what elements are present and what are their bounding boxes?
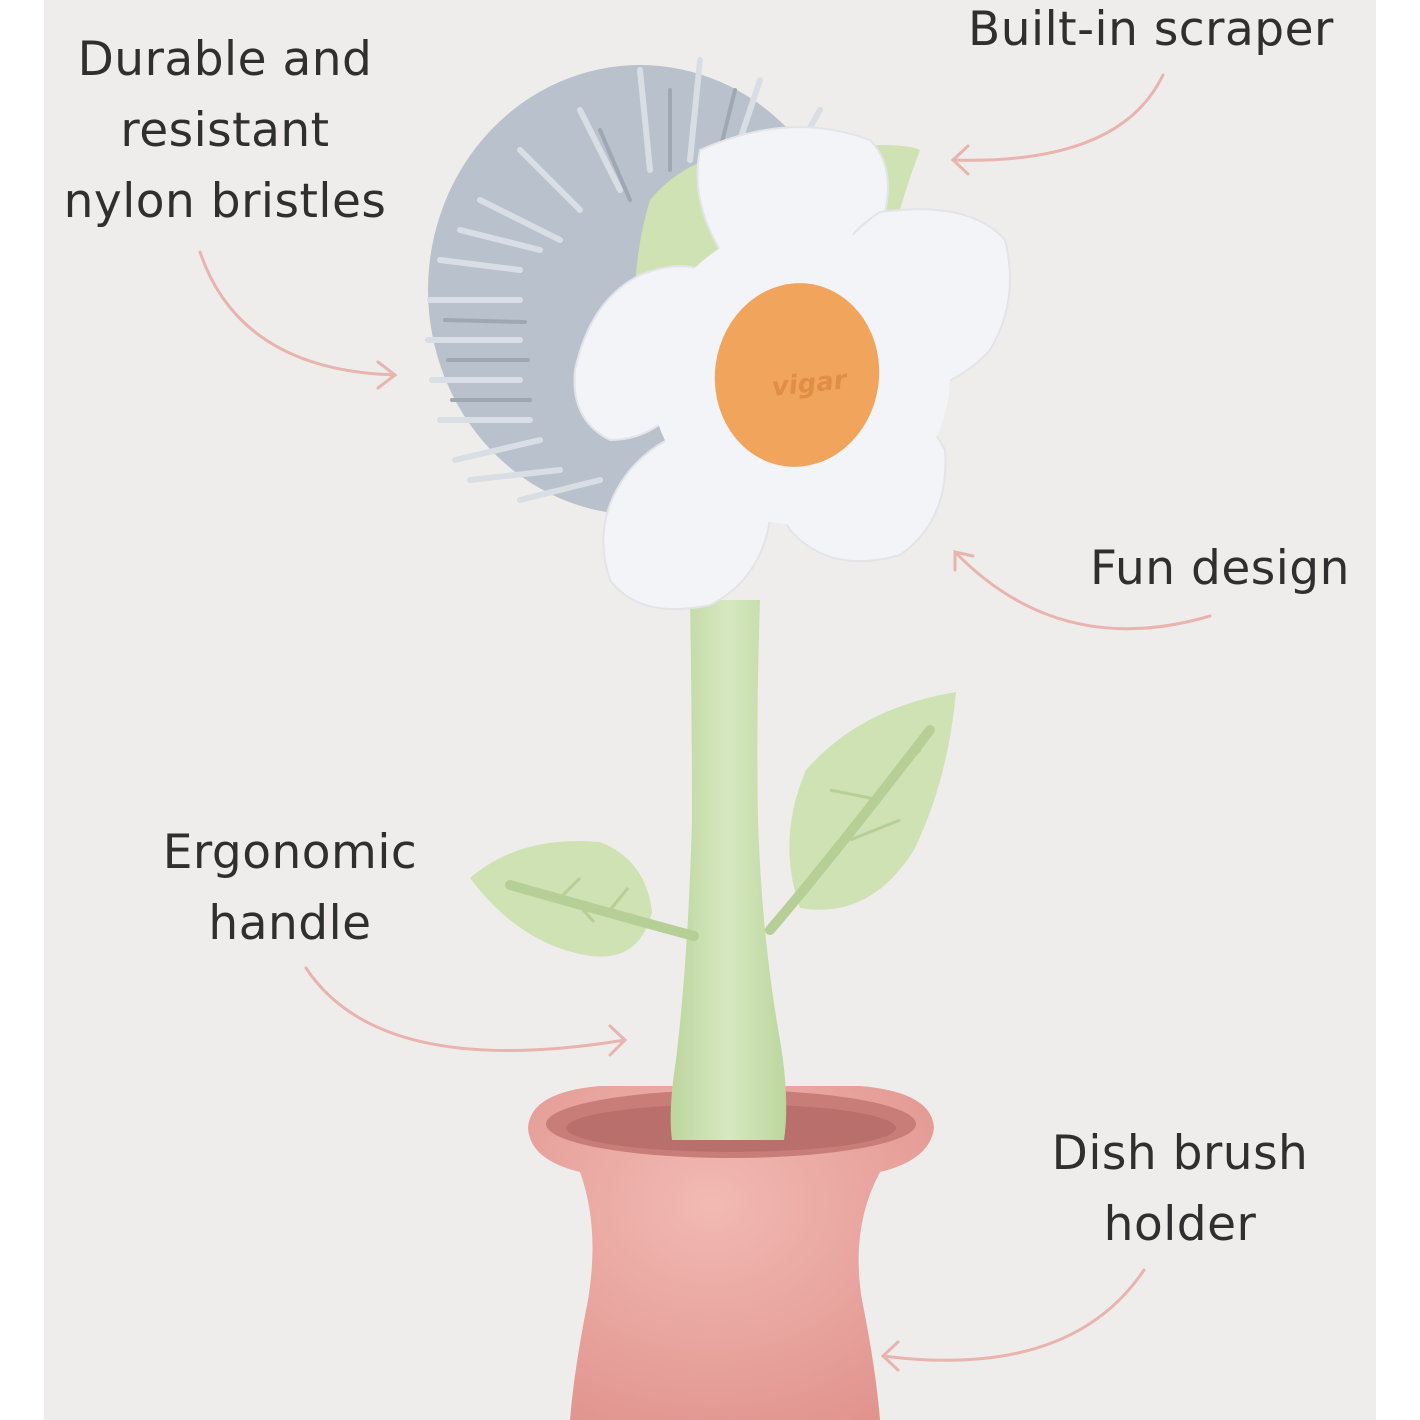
arrow-fun-design [953,550,1212,631]
label-fun-design: Fun design [1090,533,1390,604]
flower-petals [573,126,1011,611]
label-line: Durable and [77,32,373,87]
label-line: holder [1103,1197,1257,1252]
flower-center: vigar [714,283,880,467]
label-line: Built-in scraper [968,2,1334,57]
right-leaf [765,692,956,935]
arrow-handle [304,966,628,1057]
label-ergonomic-handle: Ergonomic handle [140,817,440,959]
label-line: Fun design [1090,541,1350,596]
label-line: Ergonomic [162,825,418,880]
arrow-holder [880,1268,1146,1372]
label-line: Dish brush [1051,1126,1309,1181]
label-nylon-bristles: Durable and resistant nylon bristles [45,24,405,237]
annotation-arrows [198,73,1212,1372]
label-built-in-scraper: Built-in scraper [968,0,1378,65]
left-leaf [470,841,699,957]
label-line: nylon bristles [63,174,387,229]
arrow-scraper [950,73,1165,176]
arrow-bristles [198,250,398,390]
label-line: resistant [120,103,330,158]
brush-stem [670,600,787,1140]
label-line: handle [208,896,372,951]
label-dish-brush-holder: Dish brush holder [1030,1118,1330,1260]
